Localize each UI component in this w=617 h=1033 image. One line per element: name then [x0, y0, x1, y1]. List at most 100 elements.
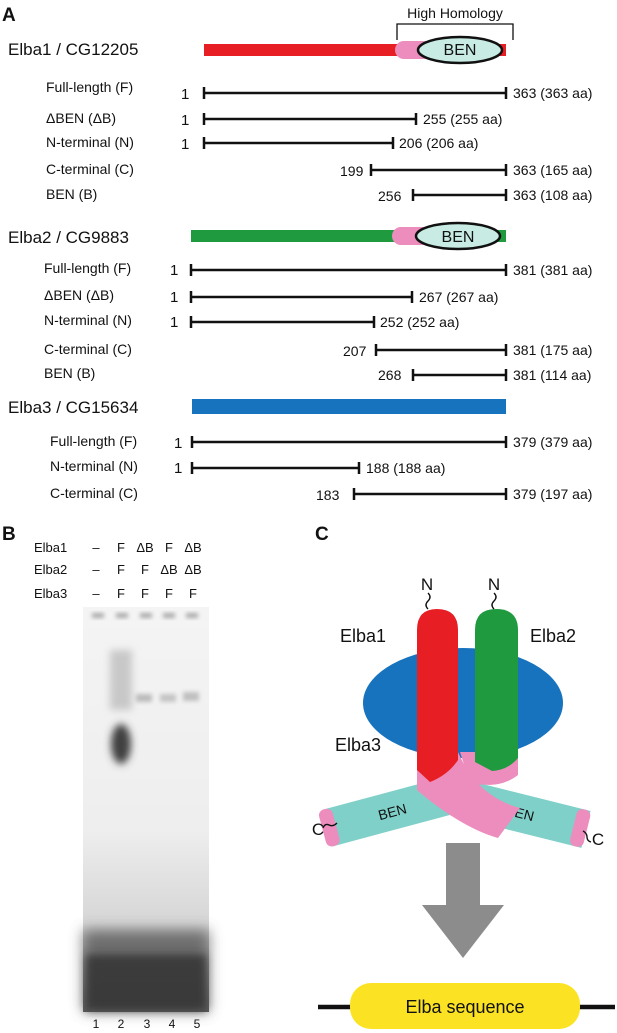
protein-elba2: Elba2 / CG9883 BEN Full-length (F) 1 381…: [8, 221, 592, 383]
construct-end: 379 (197 aa): [513, 486, 592, 502]
construct-row: BEN (B) 256 363 (108 aa): [46, 186, 592, 204]
construct-start: 207: [343, 343, 367, 359]
n-terminus-right: N: [488, 575, 500, 594]
construct-start: 268: [378, 367, 402, 383]
construct-end: 379 (379 aa): [513, 434, 592, 450]
c-terminus-tail-right: [582, 830, 592, 843]
construct-row: Full-length (F) 1 379 (379 aa): [50, 433, 592, 452]
c-terminus-left: C: [312, 820, 324, 839]
ben-domain-label: BEN: [442, 229, 475, 246]
construct-start: 1: [181, 136, 189, 153]
construct-start: 1: [174, 435, 182, 452]
lane-number: 3: [144, 1017, 151, 1031]
gel-cell: ΔB: [160, 562, 177, 577]
n-terminus-tail-right: [491, 592, 497, 610]
lane-number: 1: [93, 1017, 100, 1031]
n-terminus-left: N: [421, 575, 433, 594]
construct-row: ΔBEN (ΔB) 1 255 (255 aa): [46, 110, 502, 129]
protein-elba1: Elba1 / CG12205 BEN Full-length (F) 1 36…: [8, 35, 592, 204]
construct-row: N-terminal (N) 1 252 (252 aa): [44, 312, 459, 331]
construct-end: 363 (165 aa): [513, 162, 592, 178]
construct-end: 381 (175 aa): [513, 342, 592, 358]
gel-cell: ΔB: [184, 540, 201, 555]
panel-c-letter: C: [315, 524, 329, 545]
gel-cell: –: [92, 540, 100, 555]
construct-end: 381 (114 aa): [513, 367, 591, 383]
construct-label: Full-length (F): [50, 433, 137, 449]
gel-cell: –: [92, 586, 100, 601]
gel-row-label: Elba2: [34, 562, 67, 577]
protein-title: Elba2 / CG9883: [8, 228, 129, 247]
construct-start: 1: [170, 314, 178, 331]
gel-row-label: Elba1: [34, 540, 67, 555]
protein-title: Elba1 / CG12205: [8, 40, 138, 59]
construct-label: N-terminal (N): [50, 458, 138, 474]
construct-end: 255 (255 aa): [423, 111, 502, 127]
construct-label: C-terminal (C): [44, 341, 132, 357]
down-arrow-icon: [422, 843, 504, 958]
construct-start: 199: [340, 163, 364, 179]
elba-sequence-label: Elba sequence: [405, 997, 524, 1017]
construct-start: 183: [316, 487, 340, 503]
construct-label: N-terminal (N): [46, 134, 134, 150]
lane-number: 4: [169, 1017, 176, 1031]
construct-end: 252 (252 aa): [380, 314, 459, 330]
ben-domain-label: BEN: [444, 42, 477, 59]
protein-elba3: Elba3 / CG15634 Full-length (F) 1 379 (3…: [8, 398, 592, 503]
gel-image: [83, 607, 209, 1012]
construct-label: Full-length (F): [46, 79, 133, 95]
elba1-label: Elba1: [340, 626, 386, 646]
construct-row: C-terminal (C) 199 363 (165 aa): [46, 161, 592, 179]
elba1-arm: [417, 609, 458, 782]
panel-b: B Elba1 Elba2 Elba3 – – – F F F ΔB F F F…: [2, 524, 209, 1031]
elba-sequence-box: [350, 983, 580, 1029]
gel-cell: ΔB: [184, 562, 201, 577]
high-homology-label: High Homology: [407, 5, 503, 21]
c-terminus-right: C: [592, 830, 604, 849]
panel-a: A High Homology Elba1 / CG12205 BEN Full…: [2, 5, 592, 503]
protein-title: Elba3 / CG15634: [8, 398, 138, 417]
construct-row: ΔBEN (ΔB) 1 267 (267 aa): [44, 287, 498, 306]
gel-cell: –: [92, 562, 100, 577]
panel-b-letter: B: [2, 524, 16, 545]
construct-row: Full-length (F) 1 381 (381 aa): [44, 260, 592, 279]
construct-label: Full-length (F): [44, 260, 131, 276]
construct-row: Full-length (F) 1 363 (363 aa): [46, 79, 592, 103]
ben-domain-oval: [414, 221, 502, 251]
ben-domain-oval: [416, 35, 504, 65]
construct-row: BEN (B) 268 381 (114 aa): [44, 365, 591, 383]
construct-start: 256: [378, 188, 402, 204]
panel-c: C BEN BEN N N C C Elb: [312, 524, 615, 1029]
construct-row: N-terminal (N) 1 188 (188 aa): [50, 458, 445, 477]
construct-start: 1: [170, 289, 178, 306]
ben-label-left: BEN: [376, 800, 408, 823]
gel-cell: F: [117, 562, 125, 577]
construct-row: C-terminal (C) 183 379 (197 aa): [50, 485, 592, 503]
n-terminus-tail-left: [425, 592, 431, 610]
construct-end: 188 (188 aa): [366, 460, 445, 476]
construct-label: ΔBEN (ΔB): [44, 287, 114, 303]
lane-number: 2: [118, 1017, 125, 1031]
gel-cell: F: [189, 586, 197, 601]
construct-start: 1: [170, 262, 178, 279]
construct-start: 1: [181, 86, 189, 103]
construct-label: N-terminal (N): [44, 312, 132, 328]
construct-label: ΔBEN (ΔB): [46, 110, 116, 126]
elba3-ellipse: [363, 648, 563, 758]
gel-cell: F: [117, 586, 125, 601]
construct-end: 381 (381 aa): [513, 262, 592, 278]
c-terminus-tail-left: [322, 822, 338, 829]
gel-cell: F: [141, 562, 149, 577]
construct-start: 1: [174, 460, 182, 477]
construct-start: 1: [181, 112, 189, 129]
gel-cell: F: [141, 586, 149, 601]
gel-cell: F: [117, 540, 125, 555]
construct-label: BEN (B): [46, 186, 97, 202]
high-homology-bracket: High Homology: [396, 5, 514, 40]
construct-end: 363 (363 aa): [513, 85, 592, 101]
elba3-label: Elba3: [335, 735, 381, 755]
construct-end: 267 (267 aa): [419, 289, 498, 305]
construct-end: 363 (108 aa): [513, 187, 592, 203]
gel-cell: F: [165, 540, 173, 555]
gel-row-label: Elba3: [34, 586, 67, 601]
